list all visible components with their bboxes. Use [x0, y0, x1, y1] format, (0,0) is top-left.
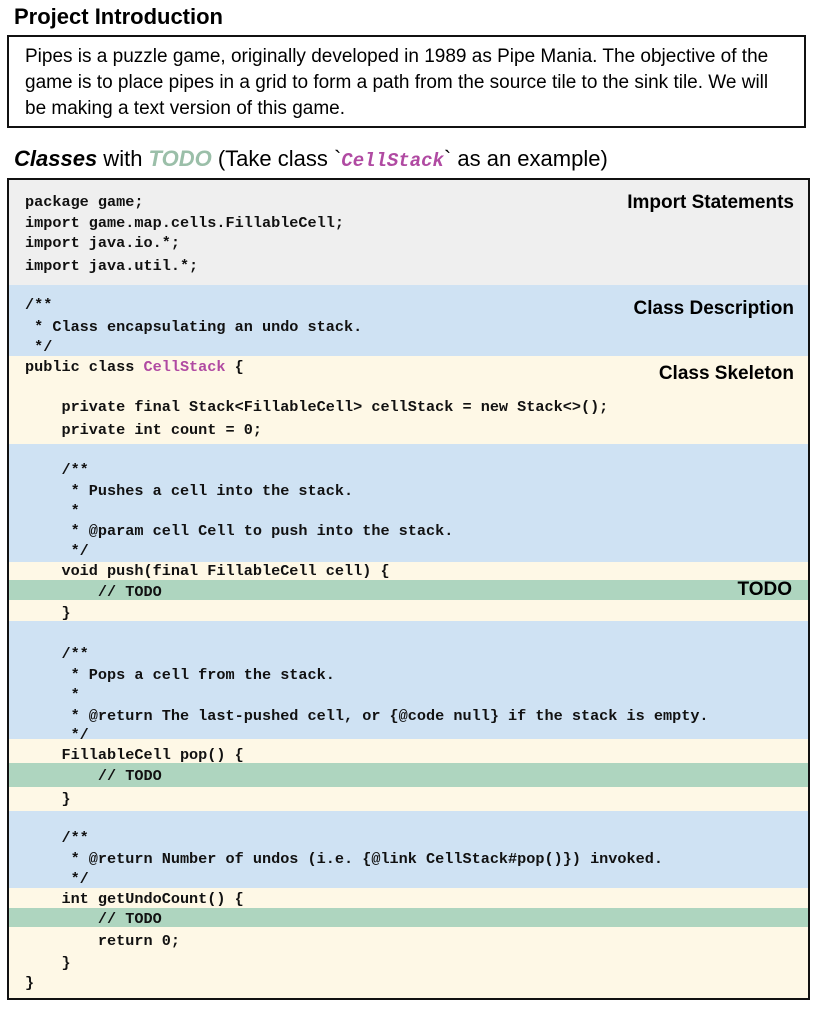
push-todo-band — [9, 580, 808, 600]
code-example-frame: package game; import game.map.cells.Fill… — [7, 178, 810, 1000]
take-class-suffix: ` as an example) — [443, 146, 608, 171]
push-close-band — [9, 600, 808, 621]
take-class-prefix: (Take class ` — [211, 146, 342, 171]
code-line: /** — [25, 645, 89, 663]
pop-todo-band — [9, 763, 808, 787]
pop-signature-band — [9, 739, 808, 763]
class-description-label: Class Description — [633, 298, 795, 319]
code-line: /** — [25, 461, 89, 479]
code-line: /** — [25, 829, 89, 847]
code-line: } — [25, 604, 71, 622]
pop-close-band — [9, 787, 808, 811]
class-name: CellStack — [143, 358, 226, 376]
code-line: */ — [25, 338, 53, 356]
with-word: with — [97, 146, 149, 171]
code-line: * @param cell Cell to push into the stac… — [25, 522, 454, 540]
code-line: private int count = 0; — [25, 421, 262, 439]
code-line: import game.map.cells.FillableCell; — [25, 214, 344, 232]
public-class-keyword: public class — [25, 358, 144, 376]
todo-label: TODO — [737, 579, 792, 600]
code-line: * — [25, 686, 80, 704]
todo-word: TODO — [148, 146, 212, 171]
code-line: private final Stack<FillableCell> cellSt… — [25, 398, 609, 416]
example-class-name: CellStack — [341, 150, 444, 172]
class-description-band — [9, 285, 808, 356]
code-line: * @return The last-pushed cell, or {@cod… — [25, 707, 709, 725]
code-line: import java.util.*; — [25, 257, 199, 275]
class-declaration-line: public class CellStack { — [25, 357, 244, 377]
code-line: FillableCell pop() { — [25, 746, 244, 764]
import-statements-band — [9, 180, 808, 285]
code-line: */ — [25, 726, 89, 744]
classes-heading: Classes with TODO (Take class `CellStack… — [14, 143, 608, 177]
code-line: // TODO — [25, 767, 162, 785]
import-statements-label: Import Statements — [627, 192, 794, 213]
code-line: // TODO — [25, 910, 162, 928]
class-skeleton-band — [9, 356, 808, 444]
code-line: /** — [25, 296, 53, 314]
code-line: */ — [25, 870, 89, 888]
code-line: * — [25, 502, 80, 520]
code-line: int getUndoCount() { — [25, 890, 244, 908]
class-skeleton-label: Class Skeleton — [658, 363, 794, 384]
project-introduction-text: Pipes is a puzzle game, originally devel… — [25, 46, 769, 119]
code-line: package game; — [25, 193, 144, 211]
code-line: import java.io.*; — [25, 234, 180, 252]
project-introduction-heading: Project Introduction — [14, 4, 223, 29]
code-line: // TODO — [25, 583, 162, 601]
undo-count-body-band — [9, 927, 808, 998]
open-brace: { — [225, 358, 244, 376]
classes-word: Classes — [14, 146, 98, 171]
undo-count-doc-band — [9, 811, 808, 888]
push-signature-band — [9, 562, 808, 580]
undo-count-todo-band — [9, 908, 808, 927]
pop-doc-band — [9, 621, 808, 739]
code-line: * Class encapsulating an undo stack. — [25, 318, 363, 336]
project-introduction-box: Pipes is a puzzle game, originally devel… — [7, 35, 806, 128]
code-line: } — [25, 974, 35, 992]
undo-count-signature-band — [9, 888, 808, 908]
code-line: * Pushes a cell into the stack. — [25, 482, 354, 500]
code-line: void push(final FillableCell cell) { — [25, 562, 390, 580]
code-line: * Pops a cell from the stack. — [25, 666, 335, 684]
code-line: */ — [25, 542, 89, 560]
code-line: return 0; — [25, 932, 180, 950]
code-line: * @return Number of undos (i.e. {@link C… — [25, 850, 663, 868]
code-line: } — [25, 954, 71, 972]
code-line: } — [25, 790, 71, 808]
push-doc-band — [9, 444, 808, 562]
